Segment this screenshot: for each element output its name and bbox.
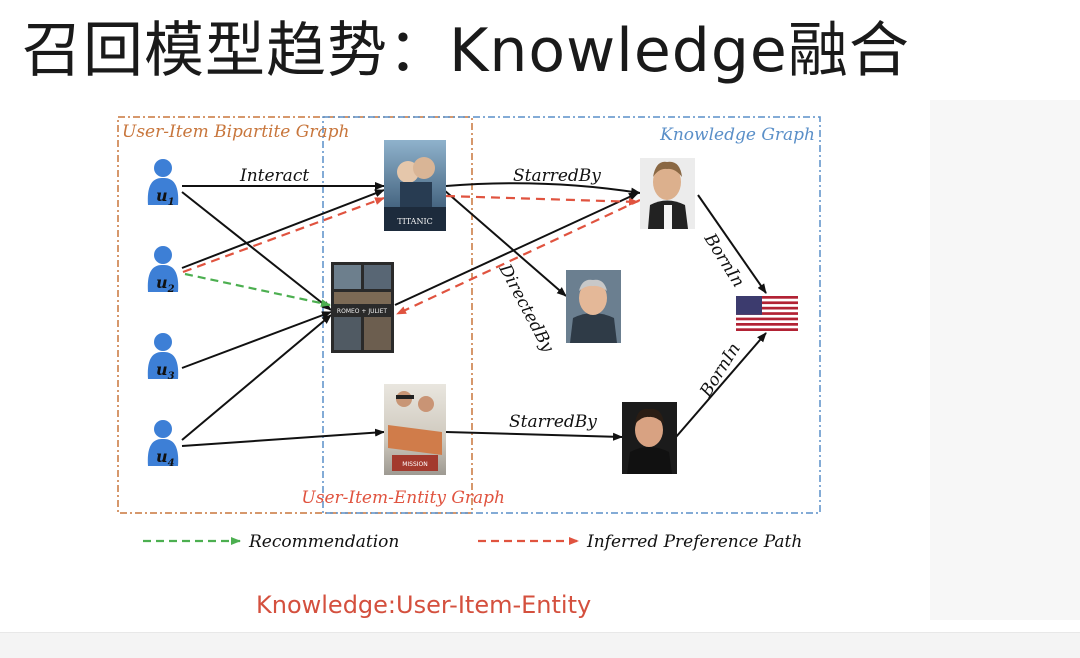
edge-romeo-leo xyxy=(394,192,639,306)
poster-text: ROMEO + JULIET xyxy=(337,308,387,315)
movie-poster-romeo-juliet-icon: ROMEO + JULIET xyxy=(331,262,394,353)
knowledge-region xyxy=(322,116,821,514)
movie-poster-titanic-icon: TITANIC xyxy=(384,140,446,231)
legend-recommendation-label: Recommendation xyxy=(248,532,399,552)
label-bornin-2: BornIn xyxy=(696,340,745,402)
edge-titanic-cameron xyxy=(443,189,567,297)
caption-text: Knowledge:User-Item-Entity xyxy=(256,591,592,619)
edge-u4-romeo xyxy=(181,314,332,441)
user-node-u3: u3 xyxy=(147,333,179,382)
knowledge-label: Knowledge Graph xyxy=(659,125,815,145)
bipartite-label: User-Item Bipartite Graph xyxy=(122,122,349,142)
label-starredby-1: StarredBy xyxy=(513,166,601,186)
edge-u3-romeo xyxy=(181,311,332,369)
user-node-u4: u4 xyxy=(147,420,179,469)
movie-poster-mission-icon: MISSION xyxy=(384,384,446,475)
user-node-u2: u2 xyxy=(147,246,179,295)
inferred-titanic-leo xyxy=(445,194,639,206)
label-bornin-1: BornIn xyxy=(699,229,748,291)
user-label: u1 xyxy=(156,186,175,208)
edge-u2-titanic xyxy=(181,189,385,269)
label-directedby: DirectedBy xyxy=(494,260,558,356)
actor-portrait-cruise-icon xyxy=(622,402,677,474)
edge-titanic-leo xyxy=(445,182,641,196)
us-flag-icon xyxy=(736,296,798,331)
legend-inferred: Inferred Preference Path xyxy=(478,532,802,552)
legend: Recommendation Inferred Preference Path xyxy=(143,532,802,552)
legend-recommendation: Recommendation xyxy=(143,532,399,552)
entity-graph-label: User-Item-Entity Graph xyxy=(301,488,505,508)
edge-u1-romeo xyxy=(181,191,332,311)
edge-mission-cruise xyxy=(445,431,623,441)
user-icon xyxy=(147,333,179,379)
edges-interact xyxy=(181,182,385,447)
user-node-u1: u1 xyxy=(147,159,179,208)
edge-cruise-usa xyxy=(675,332,767,438)
page-title: 召回模型趋势：Knowledge融合 xyxy=(22,16,910,86)
inferred-u2-titanic xyxy=(182,196,385,274)
actor-portrait-leo-icon xyxy=(640,158,695,229)
edge-recommendation xyxy=(184,272,331,308)
poster-text: MISSION xyxy=(402,461,428,468)
label-interact: Interact xyxy=(239,166,309,186)
edge-leo-usa xyxy=(697,194,767,294)
footer-bar xyxy=(0,632,1080,658)
label-starredby-2: StarredBy xyxy=(509,412,597,432)
user-label: u3 xyxy=(156,360,175,382)
legend-inferred-label: Inferred Preference Path xyxy=(586,532,802,552)
user-icon xyxy=(147,246,179,292)
user-icon xyxy=(147,159,179,205)
edge-u4-mission xyxy=(181,428,385,447)
user-label: u2 xyxy=(156,273,175,295)
edges-knowledge xyxy=(394,182,767,441)
director-portrait-cameron-icon xyxy=(566,270,621,343)
user-icon xyxy=(147,420,179,466)
edges-inferred xyxy=(182,194,641,315)
user-label: u4 xyxy=(156,447,175,469)
poster-text: TITANIC xyxy=(397,217,432,226)
bipartite-region xyxy=(117,116,473,514)
background-panel xyxy=(930,100,1080,620)
